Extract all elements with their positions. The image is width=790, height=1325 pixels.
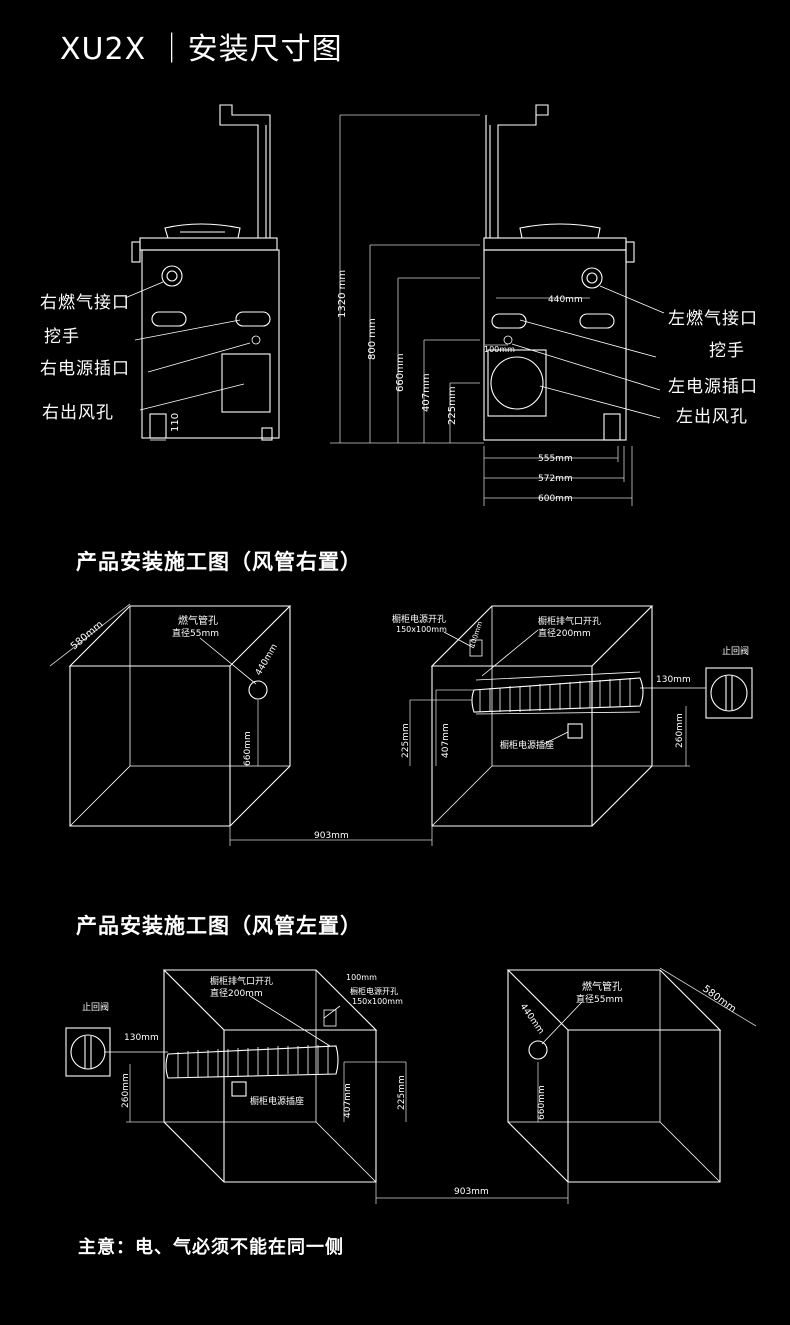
l-dim-407: 407mm [343, 1083, 353, 1118]
callout-right-vent: 右出风孔 [42, 403, 114, 423]
callout-right-gas: 右燃气接口 [40, 293, 130, 313]
r-dim-260: 260mm [675, 713, 685, 748]
r-socket: 橱柜电源插座 [500, 739, 554, 751]
r-power-size: 150x100mm [396, 625, 447, 634]
cabinet-vent-side-left [65, 969, 407, 1183]
l-gas-dia: 直径55mm [576, 993, 623, 1005]
l-socket: 橱柜电源插座 [250, 1095, 304, 1107]
r-gas-hole: 燃气管孔 [178, 614, 218, 627]
callout-left-gas: 左燃气接口 [668, 309, 758, 329]
r-exhaust-dia: 直径200mm [538, 627, 591, 639]
dim-600: 600mm [538, 494, 573, 504]
l-dim-225: 225mm [397, 1075, 407, 1110]
l-dim-260: 260mm [121, 1073, 131, 1108]
appliance-right-view [330, 104, 665, 506]
callout-left-handle: 挖手 [44, 327, 80, 347]
appliance-left-view [124, 104, 280, 441]
l-dim-130: 130mm [124, 1033, 159, 1043]
top-drawings: 110 1320 mm 800 mm 660mm 407mm 225mm 440… [124, 104, 665, 506]
l-gas-hole: 燃气管孔 [582, 980, 622, 993]
callout-right-power: 右电源插口 [40, 359, 130, 379]
l-dim-660: 660mm [537, 1085, 547, 1120]
l-dim-580: 580mm [700, 984, 738, 1016]
r-check-valve: 止回阀 [722, 645, 749, 657]
r-dim-903: 903mm [314, 831, 349, 841]
page-title: XU2X ｜安装尺寸图 [60, 32, 343, 67]
l-dim-440: 440mm [518, 1002, 546, 1036]
l-power-size: 150x100mm [352, 997, 403, 1006]
r-dim-407: 407mm [441, 723, 451, 758]
r-power-hole: 橱柜电源开孔 [392, 613, 446, 625]
callout-left-vent: 左出风孔 [676, 407, 748, 427]
dim-100: 100mm [484, 345, 515, 354]
cabinet-gas-side-left [375, 967, 757, 1204]
l-exhaust-hole: 橱柜排气口开孔 [210, 975, 273, 987]
dim-555: 555mm [538, 454, 573, 464]
r-dim-225: 225mm [401, 723, 411, 758]
section-title-right-duct: 产品安装施工图（风管右置） [76, 550, 362, 574]
footer-note: 主意：电、气必须不能在同一侧 [78, 1237, 344, 1258]
r-dim-130: 130mm [656, 675, 691, 685]
dim-572: 572mm [538, 474, 573, 484]
r-gas-dia: 直径55mm [172, 627, 219, 639]
callout-left-power: 左电源插口 [668, 377, 758, 397]
r-exhaust-hole: 橱柜排气口开孔 [538, 615, 601, 627]
r-dim-660: 660mm [243, 731, 253, 766]
l-exhaust-dia: 直径200mm [210, 987, 263, 999]
dim-407: 407mm [421, 373, 432, 412]
l-dim-903: 903mm [454, 1187, 489, 1197]
cabinet-vent-side [229, 605, 753, 846]
l-dim-100: 100mm [346, 973, 377, 982]
dim-440: 440mm [548, 295, 583, 305]
l-power-hole: 橱柜电源开孔 [350, 986, 398, 996]
callout-right-handle: 挖手 [709, 341, 745, 361]
l-check-valve: 止回阀 [82, 1001, 109, 1013]
section-title-left-duct: 产品安装施工图（风管左置） [76, 914, 362, 938]
dim-800: 800 mm [367, 318, 378, 360]
dim-225: 225mm [447, 386, 458, 425]
dim-110: 110 [170, 413, 181, 432]
dim-660: 660mm [395, 353, 406, 392]
cabinet-gas-side [49, 603, 292, 827]
dim-1320: 1320 mm [337, 270, 348, 318]
